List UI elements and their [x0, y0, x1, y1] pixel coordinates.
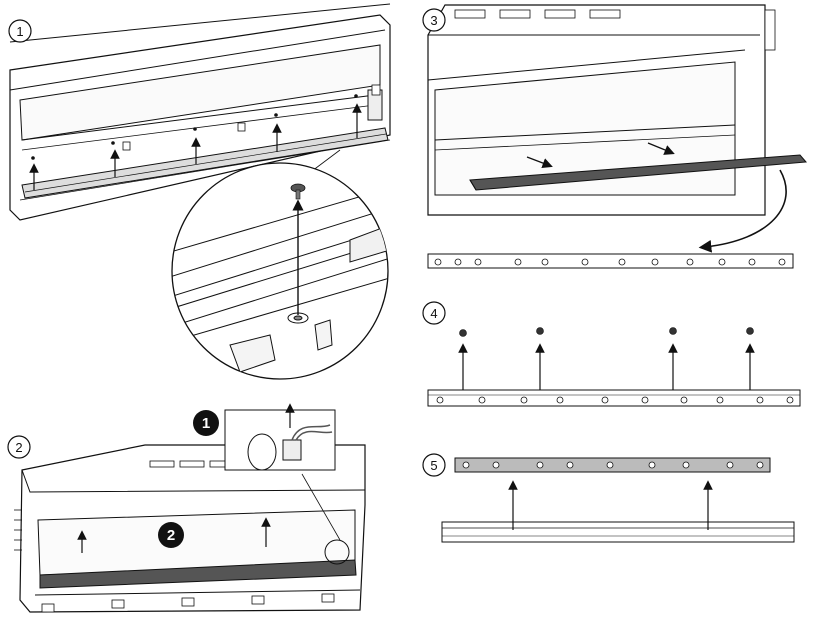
- step-number-1: 1: [8, 19, 32, 43]
- svg-text:1: 1: [202, 415, 210, 432]
- step-number-5: 5: [422, 453, 446, 477]
- svg-text:1: 1: [16, 24, 23, 39]
- svg-text:3: 3: [430, 13, 437, 28]
- svg-text:2: 2: [167, 527, 175, 544]
- step-5-panel: [441, 457, 795, 543]
- svg-text:4: 4: [430, 306, 437, 321]
- step-1-panel: [9, 3, 391, 221]
- callout-badge-2: 2: [158, 522, 184, 548]
- step-number-4: 4: [422, 301, 446, 325]
- svg-text:5: 5: [430, 458, 437, 473]
- screw-removal-arrows-step-1: [29, 103, 362, 190]
- step-3-panel: [427, 4, 808, 269]
- magnified-screw-detail: [171, 149, 389, 380]
- step-number-3: 3: [422, 8, 446, 32]
- wire-connector-inset: [224, 403, 336, 471]
- callout-badge-1: 1: [193, 410, 219, 436]
- step-number-2: 2: [7, 435, 31, 459]
- step-2-panel: [14, 403, 366, 613]
- screw-icon: [290, 183, 306, 200]
- svg-text:2: 2: [15, 440, 22, 455]
- step-4-panel: [427, 327, 801, 407]
